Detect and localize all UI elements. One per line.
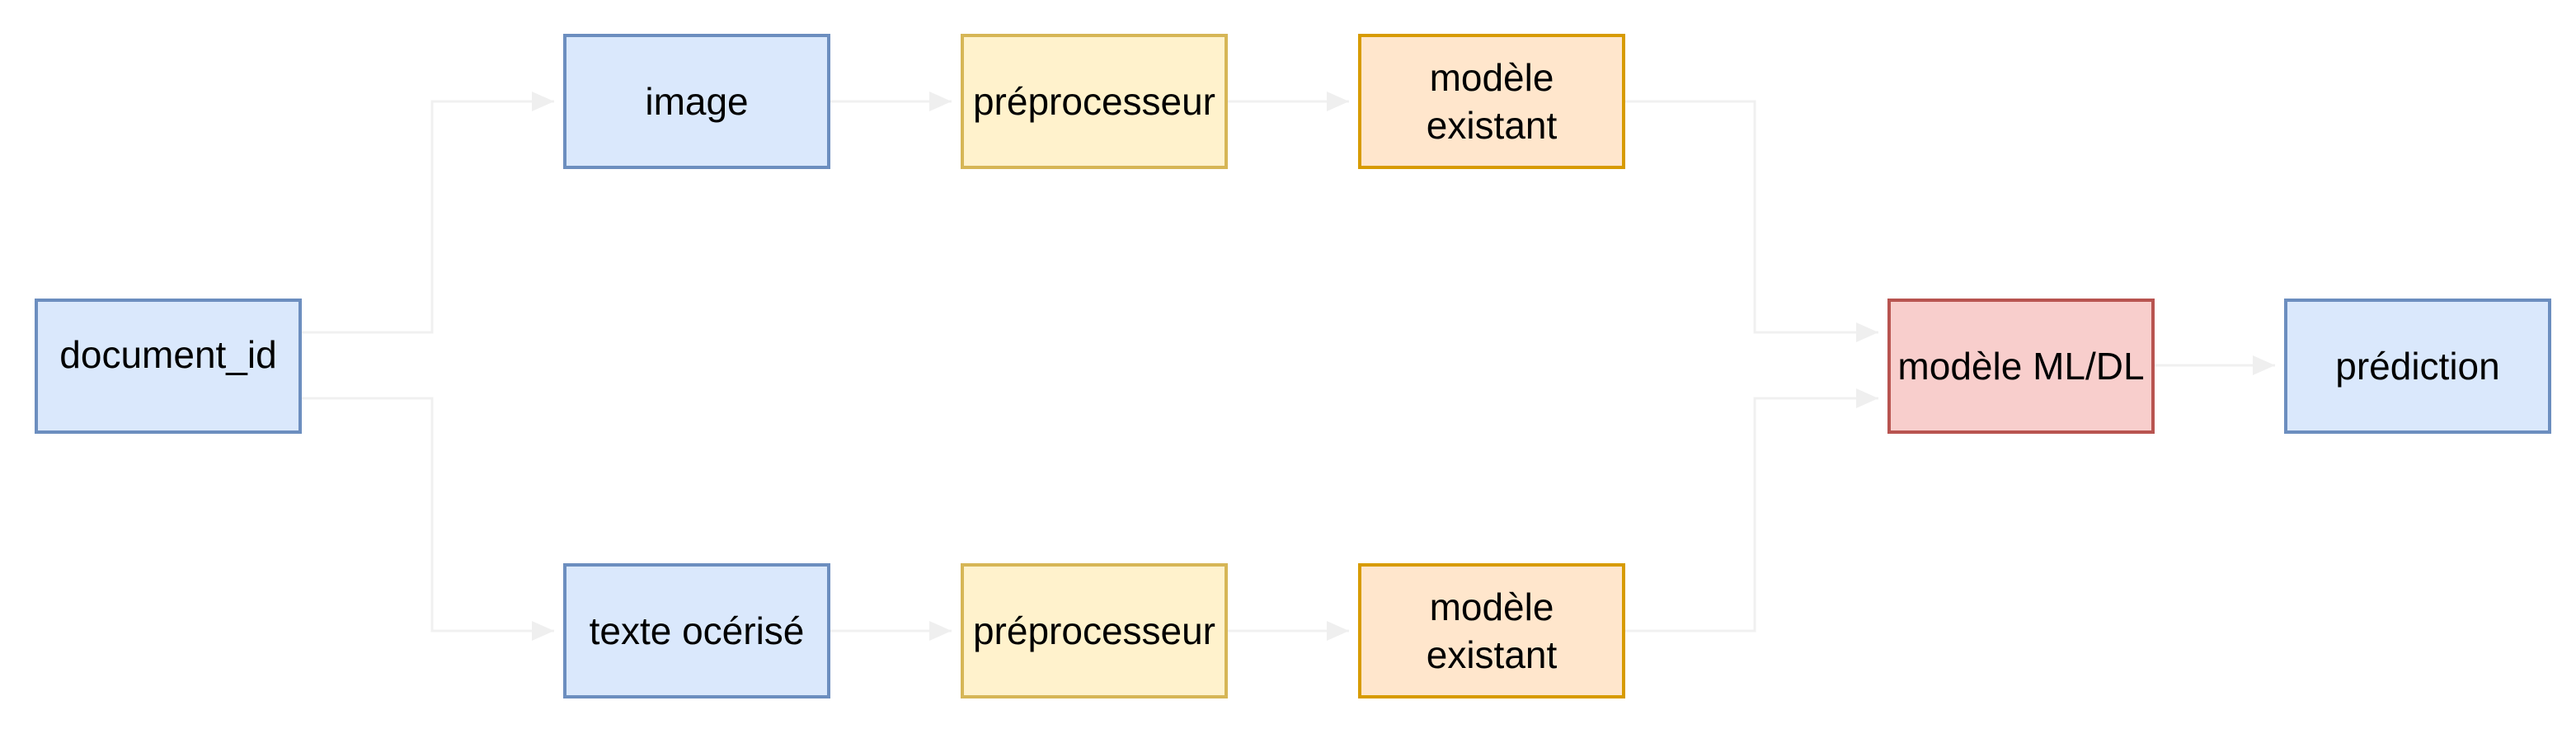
node-texte-ocerise: texte océrisé — [563, 563, 830, 698]
edge-modele-texte-to-ml — [1625, 388, 1878, 633]
edge-document-to-image — [302, 92, 554, 334]
node-preprocesseur-image-label: préprocesseur — [972, 80, 1216, 123]
node-modele-existant-texte-text: modèle existant — [1427, 583, 1558, 679]
edge-document-to-texte — [302, 397, 554, 641]
node-modele-existant-texte-line2: existant — [1426, 633, 1558, 676]
node-preprocesseur-texte: préprocesseur — [961, 563, 1228, 698]
node-modele-ml-dl: modèle ML/DL — [1887, 299, 2155, 434]
node-texte-ocerise-label: texte océrisé — [589, 609, 805, 652]
node-modele-existant-image-text: modèle existant — [1427, 54, 1558, 149]
node-document-id-label: document_id — [59, 333, 277, 376]
node-prediction: prédiction — [2284, 299, 2551, 434]
node-document-id: document_id — [35, 299, 302, 434]
node-image: image — [563, 34, 830, 169]
node-modele-ml-dl-label: modèle ML/DL — [1897, 345, 2145, 388]
node-preprocesseur-texte-label: préprocesseur — [972, 609, 1216, 652]
node-image-label: image — [645, 80, 749, 123]
node-preprocesseur-image: préprocesseur — [961, 34, 1228, 169]
node-modele-existant-image: modèle existant — [1358, 34, 1625, 169]
node-modele-existant-texte-line1: modèle — [1429, 586, 1554, 628]
edge-modele-image-to-ml — [1625, 100, 1878, 342]
node-modele-existant-image-line1: modèle — [1429, 56, 1554, 99]
node-modele-existant-image-line2: existant — [1426, 104, 1558, 147]
node-prediction-label: prédiction — [2335, 345, 2500, 388]
node-modele-existant-texte: modèle existant — [1358, 563, 1625, 698]
